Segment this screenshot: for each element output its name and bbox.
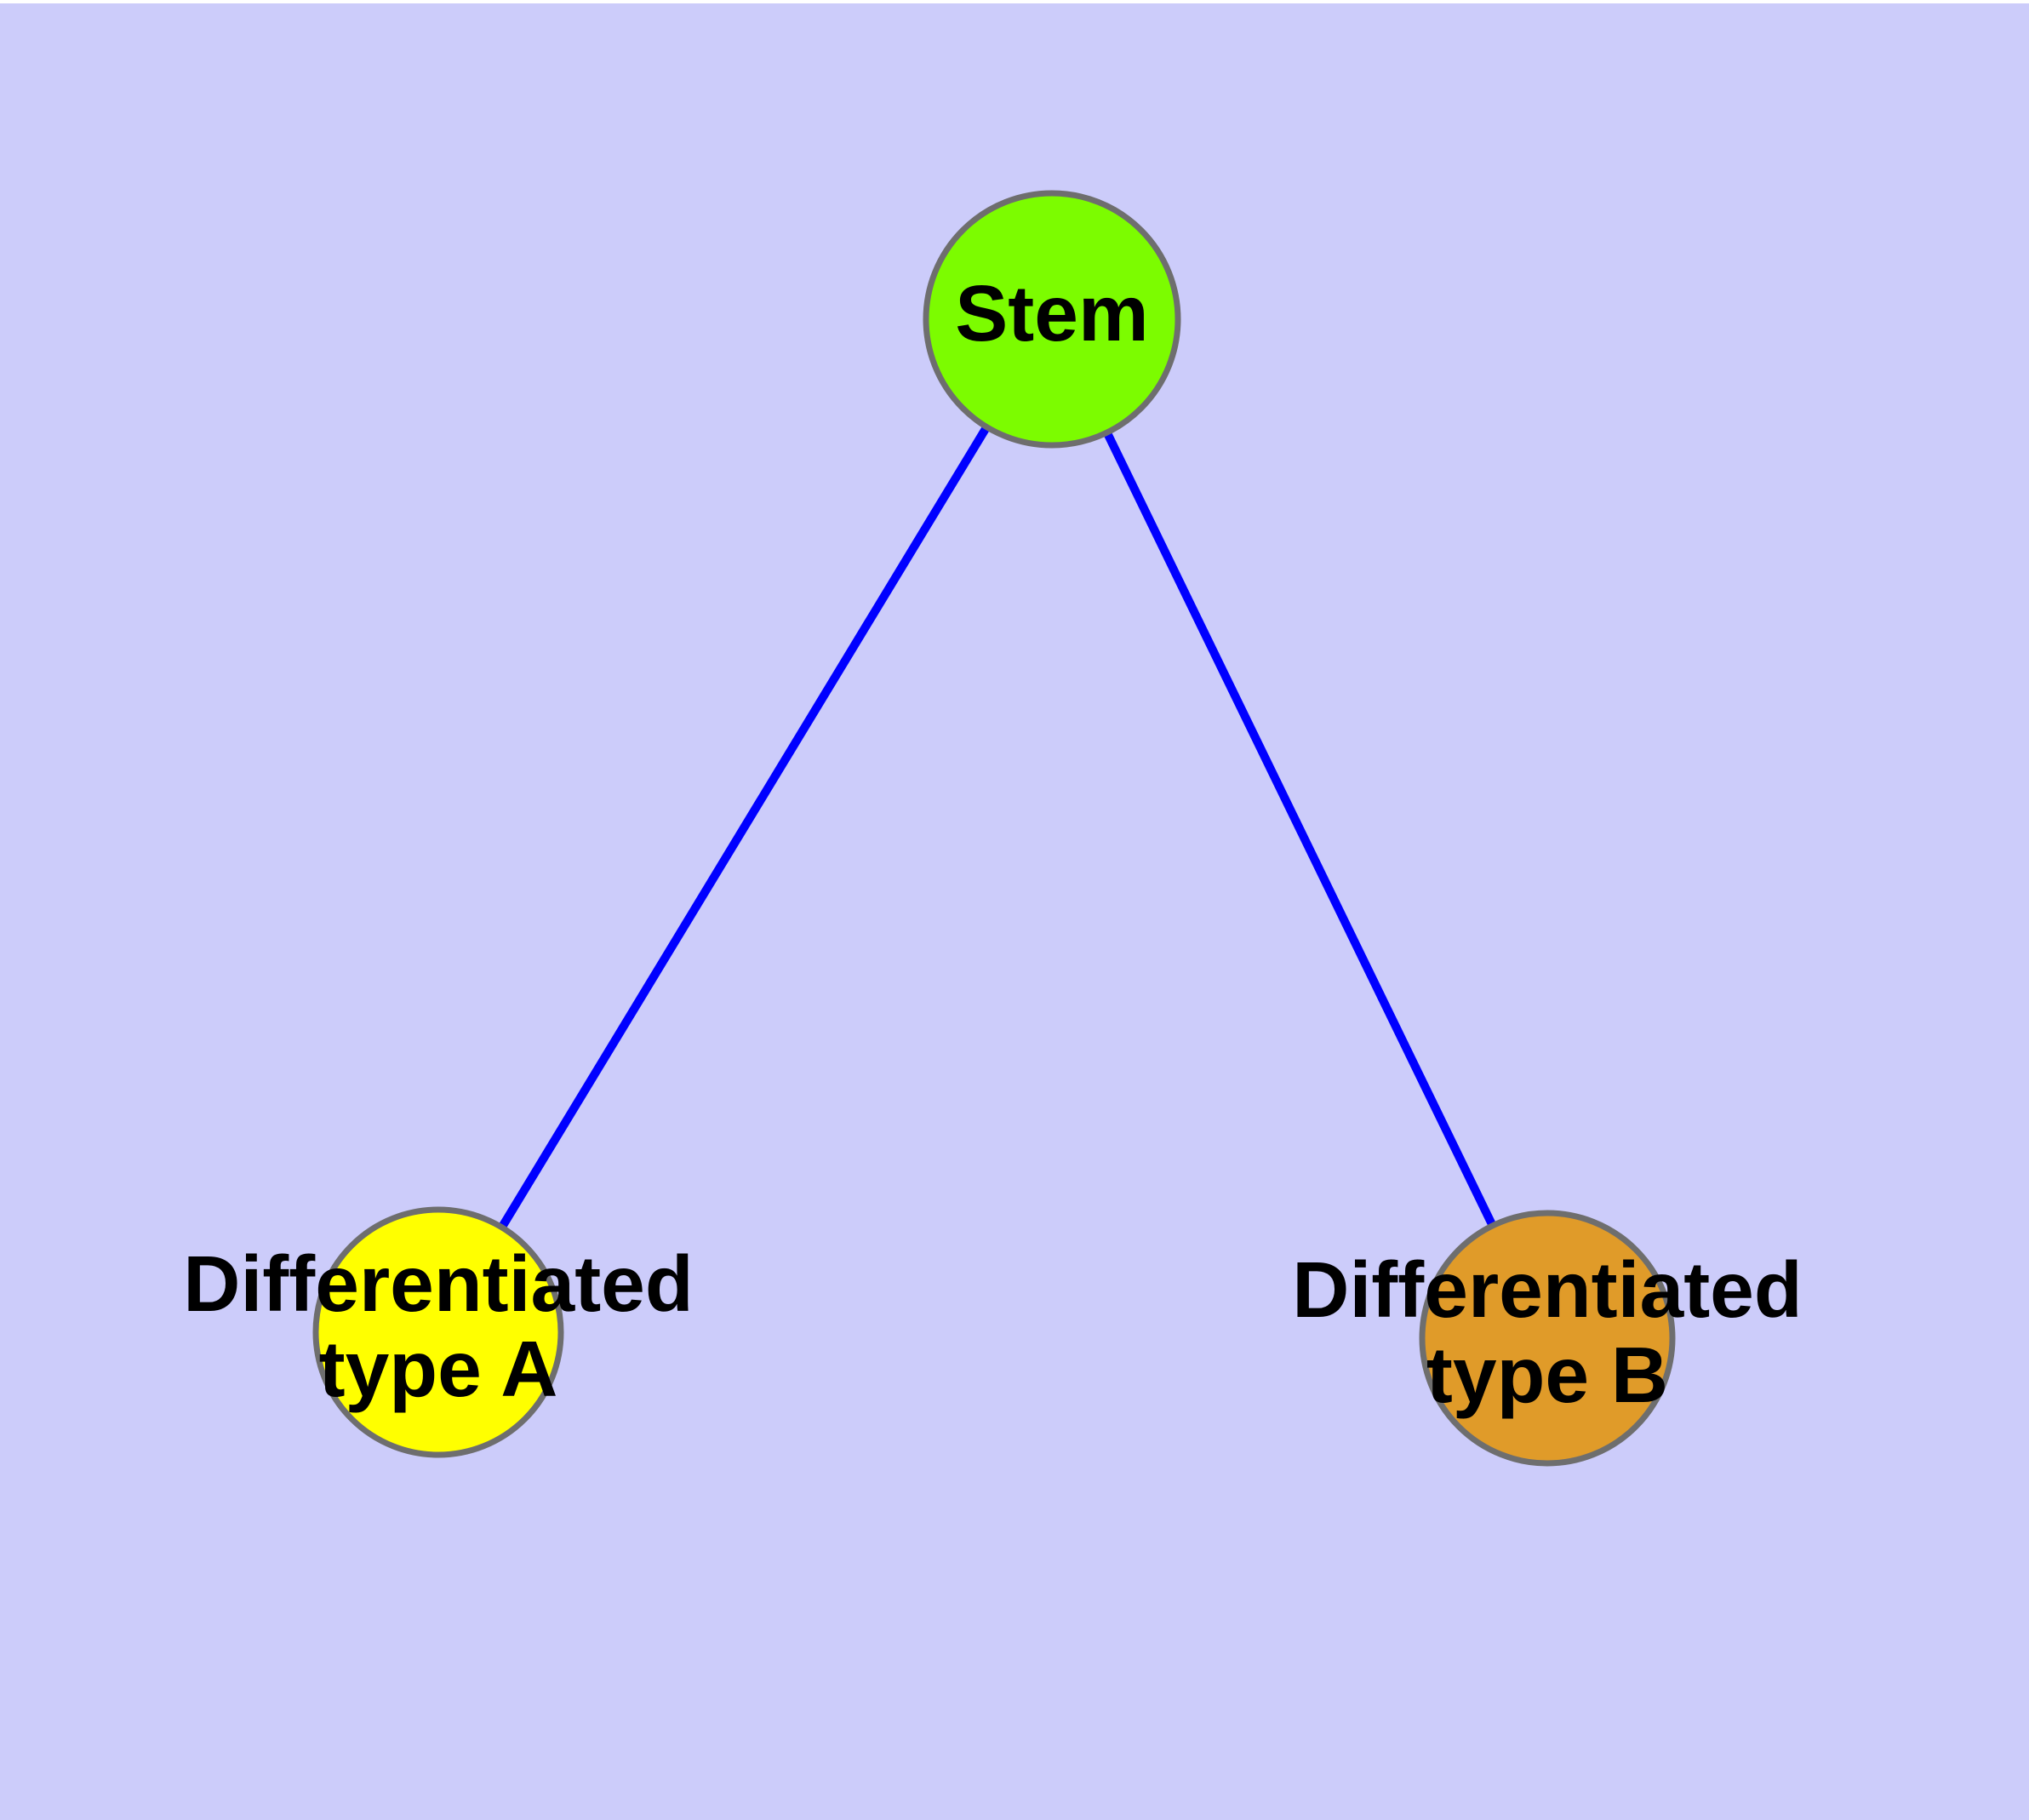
node-circle-stem[interactable] <box>923 190 1181 449</box>
node-circle-diff_a[interactable] <box>312 1206 564 1458</box>
node-circle-diff_b[interactable] <box>1419 1210 1676 1467</box>
node-label-line: Differentiated <box>183 1239 693 1327</box>
node-label-line: Stem <box>955 269 1148 358</box>
node-label-stem: Stem <box>955 269 1148 358</box>
node-stem[interactable]: Stem <box>923 190 1181 449</box>
node-label-line: type B <box>1426 1331 1668 1419</box>
edge-stem-diff-a[interactable] <box>499 426 990 1228</box>
node-label-line: type A <box>319 1325 558 1413</box>
node-label-line: Differentiated <box>1292 1245 1802 1333</box>
edge-stem-diff-b[interactable] <box>1104 432 1496 1227</box>
edges-group <box>499 426 1496 1228</box>
